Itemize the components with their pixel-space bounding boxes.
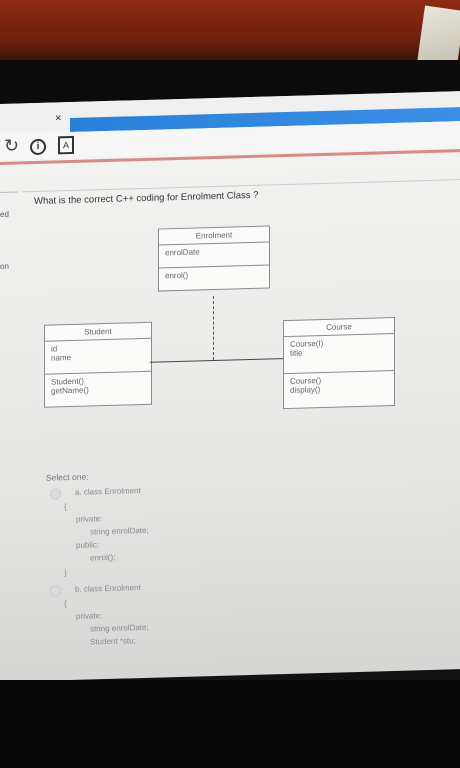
desk-foreground [0,680,460,768]
association-class-link [213,296,214,361]
option-a-code-line: public: [76,540,100,550]
sidebar-item-2[interactable]: on [0,261,9,271]
option-b-code-line: Student *stu; [90,636,136,647]
select-one-label: Select one: [46,471,89,483]
attribute: name [51,353,72,363]
info-icon[interactable]: i [30,138,46,156]
option-b-code-line: string enrolDate; [90,622,149,634]
option-a-label[interactable]: a. class Enrolment [75,486,141,497]
option-b-code-line: { [64,599,67,609]
option-b-label[interactable]: b. class Enrolment [75,583,141,594]
option-a-code-line: } [64,568,67,578]
association-line [150,358,283,363]
browser-window: × ↻ i A ed on What is the correct C++ co… [0,91,460,682]
method: enrol() [165,270,189,281]
class-attributes: Course(I) title [284,332,394,374]
class-methods: Student() getName() [45,370,151,407]
option-b-radio[interactable] [50,585,61,597]
uml-class-enrolment: Enrolment enrolDate enrol() [158,225,270,292]
page-icon[interactable]: A [58,135,74,155]
uml-class-course: Course Course(I) title Course() display(… [283,316,395,410]
class-attributes: id name [45,337,151,374]
sidebar-divider [0,191,18,193]
close-tab-icon[interactable]: × [55,112,62,125]
option-a-radio[interactable] [50,488,61,500]
class-methods: Course() display() [284,369,394,409]
question-text: What is the correct C++ coding for Enrol… [34,189,259,208]
class-attributes: enrolDate [159,241,269,268]
option-a-code-line: string enrolDate; [90,525,149,537]
reload-icon[interactable]: ↻ [4,135,20,156]
option-b-code-line: private: [76,611,103,621]
sidebar-item-1[interactable]: ed [0,209,9,219]
option-a-code-line: private: [76,514,103,524]
attribute: enrolDate [165,247,200,258]
class-methods: enrol() [159,264,269,291]
background-wall [0,0,460,60]
option-a-code-line: { [64,502,67,512]
option-a-code-line: enrol(); [90,552,116,563]
method: getName() [51,385,89,396]
method: display() [290,385,321,395]
uml-class-student: Student id name Student() getName() [44,321,152,408]
